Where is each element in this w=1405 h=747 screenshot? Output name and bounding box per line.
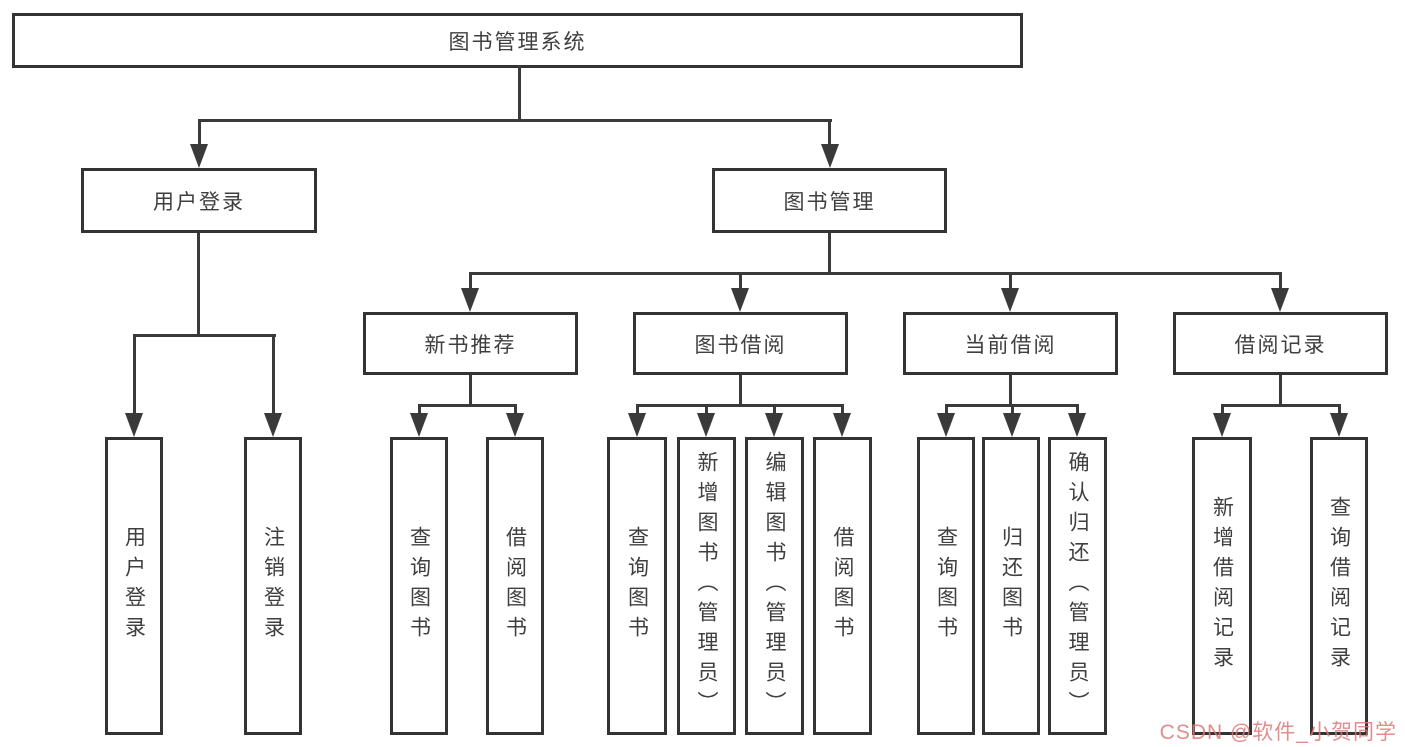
arrowhead-down-icon (731, 288, 749, 312)
node-label: 归还图书 (999, 526, 1023, 646)
connector-vline (705, 404, 708, 418)
connector-vline (841, 404, 844, 418)
connector-vline (133, 334, 136, 418)
connector-hline (418, 404, 517, 407)
connector-vline (739, 272, 742, 294)
node-label: 用户登录 (122, 526, 146, 646)
arrowhead-down-icon (1330, 413, 1348, 437)
node-label: 查询图书 (407, 526, 431, 646)
node-label: 确认归还（管理员） (1066, 451, 1089, 721)
arrowhead-down-icon (1003, 413, 1021, 437)
node-label: 借阅记录 (1234, 333, 1327, 357)
node-label: 当前借阅 (964, 333, 1057, 357)
node-query-books-current: 查询图书 (917, 437, 975, 735)
arrowhead-down-icon (410, 413, 428, 437)
node-label: 图书借阅 (694, 333, 787, 357)
arrowhead-down-icon (264, 413, 282, 437)
node-label: 新增借阅记录 (1210, 496, 1234, 676)
node-new-book-recommend: 新书推荐 (363, 312, 578, 375)
arrowhead-down-icon (1068, 413, 1086, 437)
connector-vline (828, 119, 831, 150)
connector-vline (773, 404, 776, 418)
node-borrow-books: 借阅图书 (813, 437, 872, 735)
node-label: 图书管理系统 (448, 30, 587, 54)
connector-vline (418, 404, 421, 418)
node-borrow-records: 借阅记录 (1173, 312, 1388, 375)
connector-vline (828, 233, 831, 275)
node-add-books-admin: 新增图书（管理员） (677, 437, 736, 735)
node-query-borrow-record: 查询借阅记录 (1310, 437, 1368, 735)
connector-hline (469, 272, 1282, 275)
arrowhead-down-icon (125, 413, 143, 437)
node-label: 编辑图书（管理员） (763, 451, 786, 721)
node-user-login-group: 用户登录 (81, 168, 317, 233)
watermark-text: CSDN @软件_小贺同学 (1159, 721, 1397, 744)
connector-vline (739, 375, 742, 407)
connector-vline (1076, 404, 1079, 418)
node-book-management-group: 图书管理 (712, 168, 947, 233)
connector-hline (133, 334, 276, 337)
node-label: 用户登录 (153, 190, 245, 214)
connector-vline (514, 404, 517, 418)
connector-vline (1009, 272, 1012, 294)
arrowhead-down-icon (461, 288, 479, 312)
node-logout: 注销登录 (244, 437, 302, 735)
arrowhead-down-icon (1001, 288, 1019, 312)
arrowhead-down-icon (765, 413, 783, 437)
arrowhead-down-icon (1271, 288, 1289, 312)
connector-hline (198, 119, 832, 122)
arrowhead-down-icon (628, 413, 646, 437)
node-query-books-borrow: 查询图书 (607, 437, 667, 735)
node-label: 新增图书（管理员） (695, 451, 718, 721)
connector-vline (1338, 404, 1341, 418)
node-label: 查询图书 (934, 526, 958, 646)
connector-vline (197, 233, 200, 337)
node-label: 借阅图书 (831, 526, 854, 646)
connector-vline (1011, 404, 1014, 418)
connector-vline (469, 272, 472, 294)
node-current-borrow: 当前借阅 (903, 312, 1118, 375)
node-return-books: 归还图书 (982, 437, 1040, 735)
node-label: 图书管理 (783, 190, 876, 214)
connector-vline (198, 119, 201, 150)
arrowhead-down-icon (821, 144, 839, 168)
node-label: 借阅图书 (503, 526, 527, 646)
node-edit-books-admin: 编辑图书（管理员） (745, 437, 804, 735)
node-label: 注销登录 (261, 526, 285, 646)
arrowhead-down-icon (697, 413, 715, 437)
connector-vline (469, 375, 472, 407)
node-user-login: 用户登录 (105, 437, 163, 735)
connector-vline (636, 404, 639, 418)
node-add-borrow-record: 新增借阅记录 (1192, 437, 1252, 735)
arrowhead-down-icon (190, 144, 208, 168)
node-label: 查询图书 (625, 526, 649, 646)
connector-vline (272, 334, 275, 418)
node-label: 新书推荐 (424, 333, 517, 357)
node-confirm-return-admin: 确认归还（管理员） (1048, 437, 1107, 735)
arrowhead-down-icon (506, 413, 524, 437)
arrowhead-down-icon (1213, 413, 1231, 437)
node-label: 查询借阅记录 (1327, 496, 1351, 676)
node-root: 图书管理系统 (12, 13, 1023, 68)
arrowhead-down-icon (833, 413, 851, 437)
arrowhead-down-icon (937, 413, 955, 437)
connector-vline (945, 404, 948, 418)
connector-hline (1221, 404, 1341, 407)
connector-vline (518, 65, 521, 121)
connector-vline (1279, 375, 1282, 407)
connector-vline (1009, 375, 1012, 407)
node-query-books-recommend: 查询图书 (390, 437, 448, 735)
connector-vline (1221, 404, 1224, 418)
node-book-borrow: 图书借阅 (633, 312, 848, 375)
connector-hline (636, 404, 844, 407)
node-borrow-books-recommend: 借阅图书 (486, 437, 544, 735)
connector-vline (1279, 272, 1282, 294)
